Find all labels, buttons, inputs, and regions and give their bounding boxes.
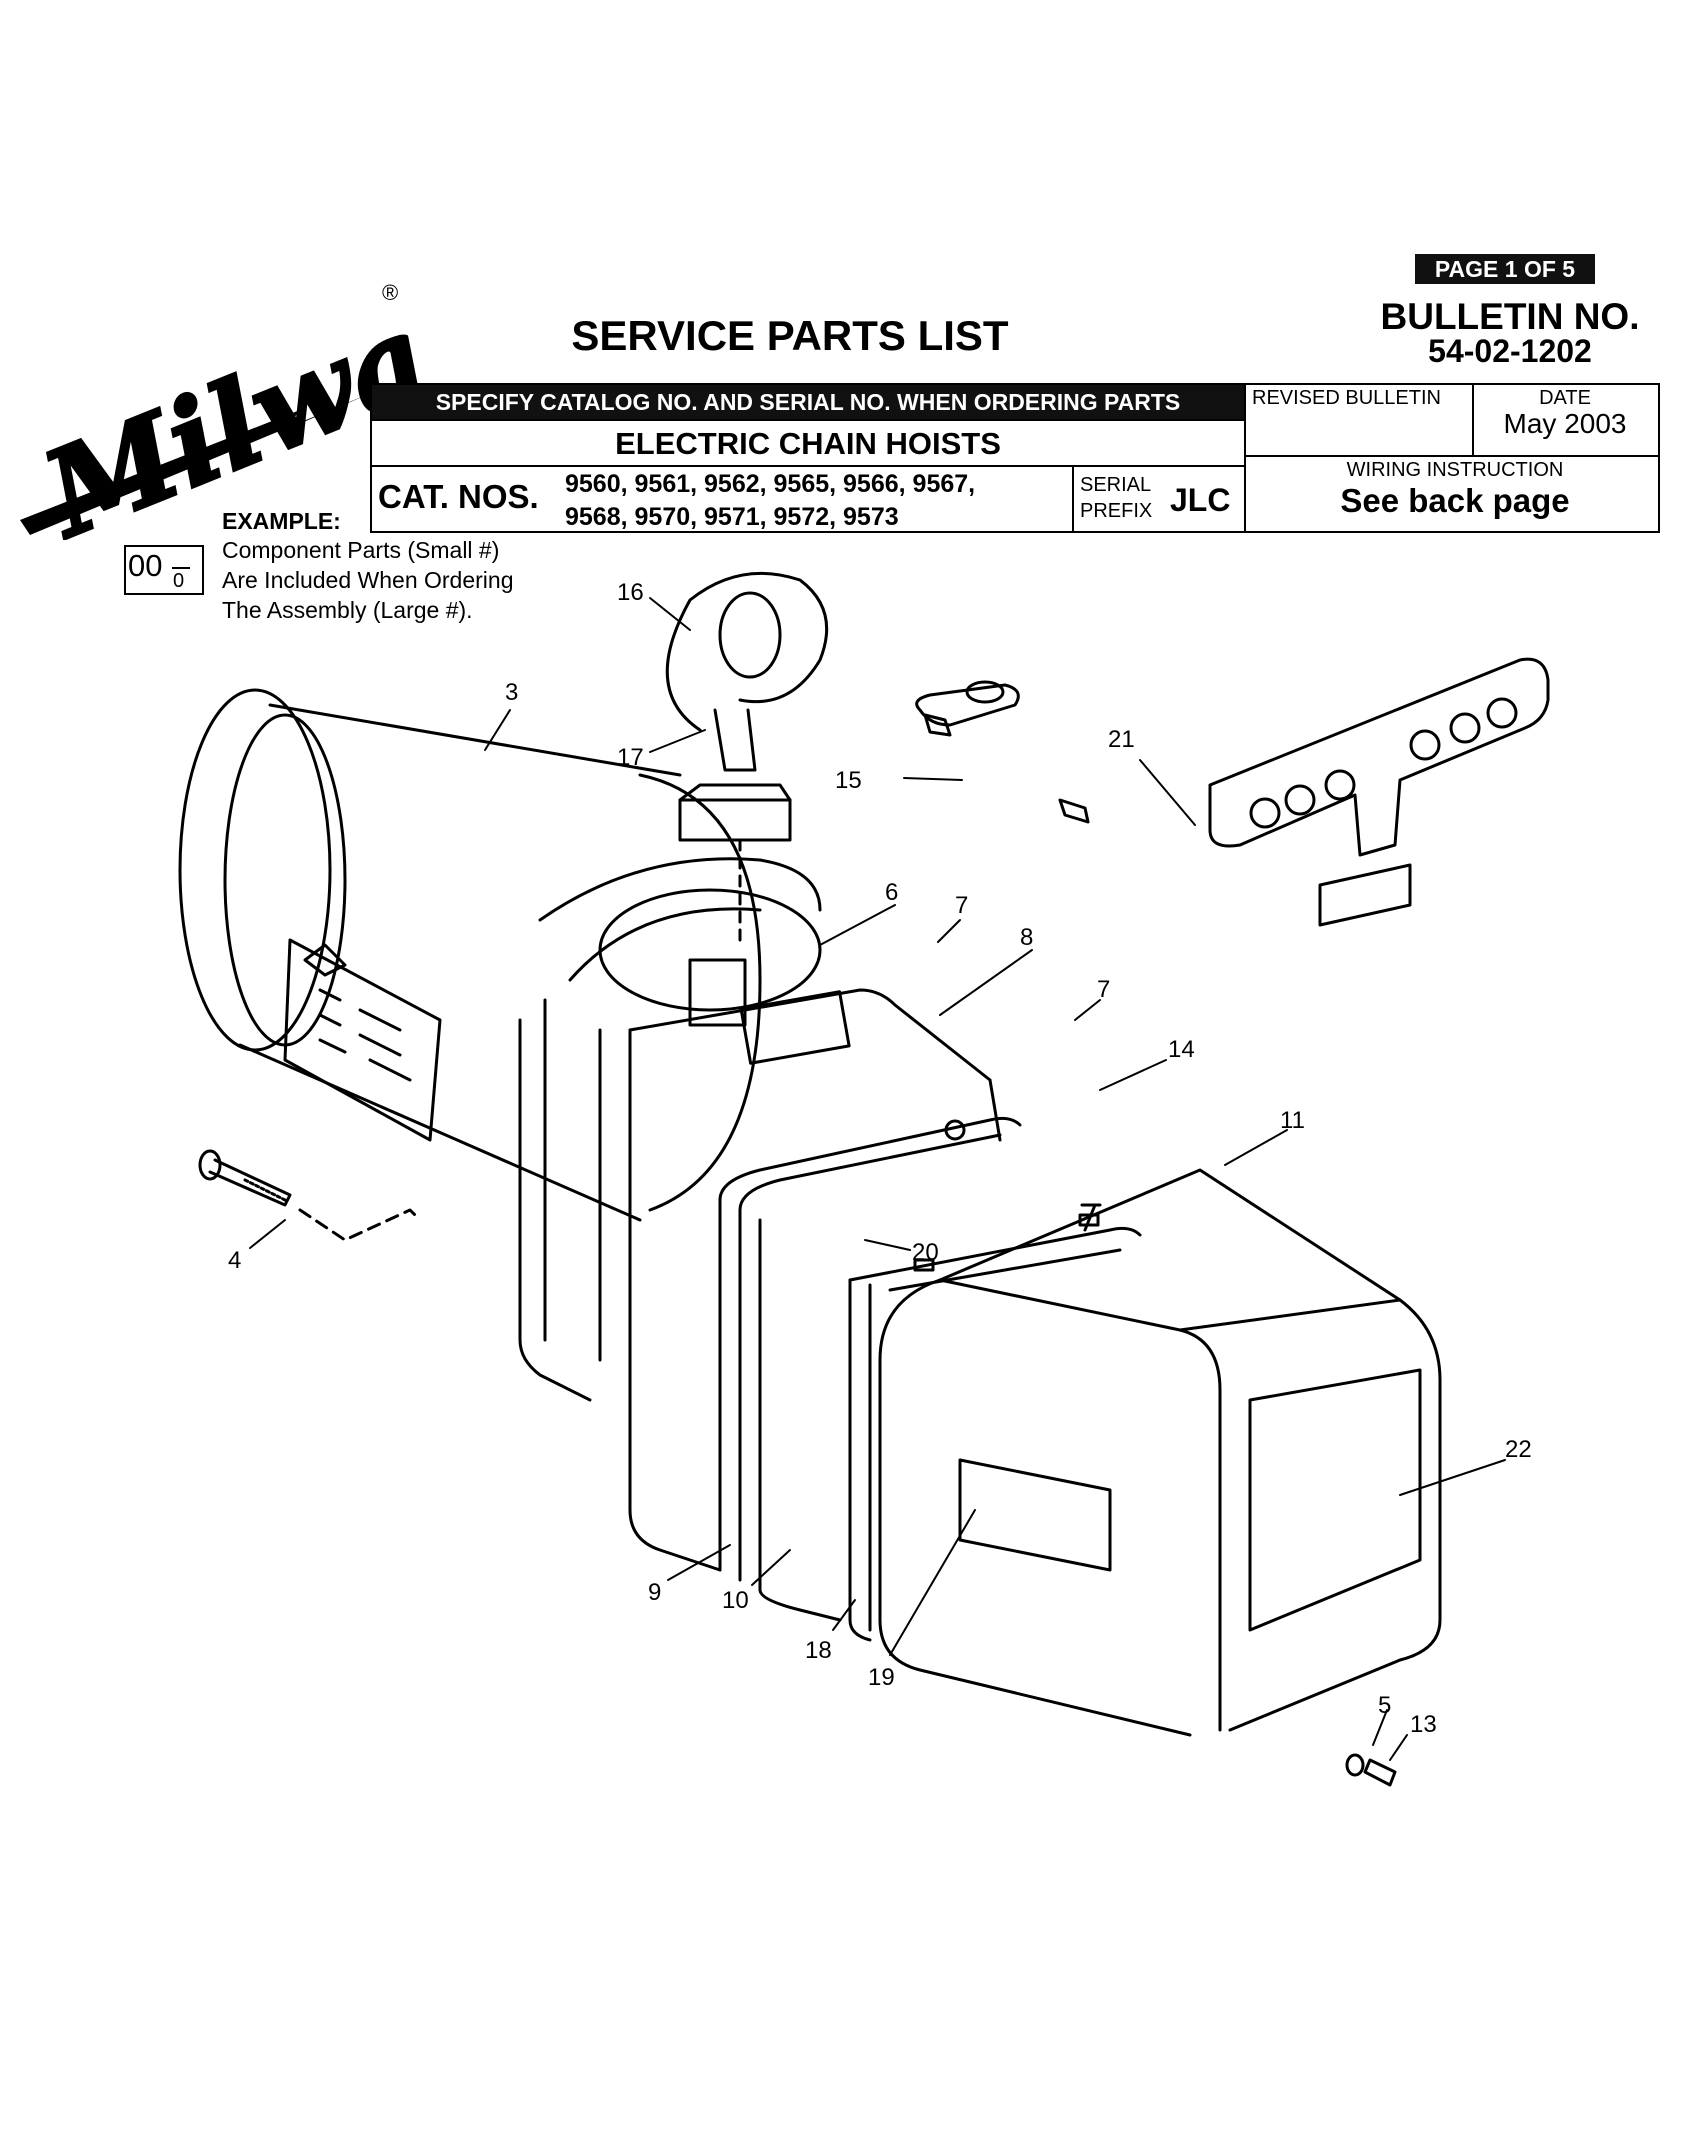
callout-number: 11 — [1280, 1107, 1305, 1134]
leader-lines — [249, 597, 1506, 1761]
example-description: Component Parts (Small #) Are Included W… — [222, 535, 514, 625]
callout-number: 18 — [805, 1637, 832, 1664]
example-bar — [172, 567, 190, 569]
example-line: The Assembly (Large #). — [222, 597, 473, 623]
cover-part — [878, 1168, 1442, 1737]
lockwasher-part — [1345, 1753, 1365, 1777]
catalog-numbers-line: 9568, 9570, 9571, 9572, 9573 — [565, 503, 899, 531]
revised-bulletin-label: REVISED BULLETIN — [1252, 387, 1441, 409]
example-line: Component Parts (Small #) — [222, 537, 500, 563]
example-small-number: 0 — [173, 570, 185, 592]
table-divider — [1244, 383, 1246, 533]
wiring-instruction-value: See back page — [1340, 482, 1570, 519]
catalog-numbers-line: 9560, 9561, 9562, 9565, 9566, 9567, — [565, 470, 976, 498]
callout-number: 3 — [505, 679, 518, 706]
callout-number: 9 — [648, 1579, 661, 1606]
screw-part — [1080, 1203, 1102, 1232]
screw-part — [1363, 1758, 1397, 1787]
exploded-parts-diagram: 3 4 5 6 7 7 8 9 10 11 13 14 15 16 17 18 … — [178, 571, 1550, 1787]
hook-part — [665, 571, 829, 942]
info-table — [370, 383, 1660, 533]
example-line: Are Included When Ordering — [222, 567, 514, 593]
callout-number: 4 — [228, 1247, 241, 1274]
table-divider — [370, 465, 1246, 467]
motor-part — [178, 688, 762, 1222]
handle-part — [1208, 657, 1550, 927]
example-box — [124, 545, 204, 595]
gasket-parts — [718, 1116, 1022, 1622]
callout-number: 13 — [1410, 1711, 1437, 1738]
callout-number: 14 — [1168, 1036, 1195, 1063]
table-divider — [1244, 455, 1660, 457]
serial-label-line: PREFIX — [1080, 500, 1153, 522]
table-divider — [1072, 465, 1074, 533]
callout-number: 21 — [1108, 726, 1135, 753]
housing-block-part — [628, 988, 1002, 1572]
ordering-instruction-bar: SPECIFY CATALOG NO. AND SERIAL NO. WHEN … — [372, 385, 1244, 419]
table-divider — [1472, 383, 1474, 455]
callout-number: 10 — [722, 1587, 749, 1614]
callout-number: 16 — [617, 579, 644, 606]
pin-part — [923, 713, 952, 737]
callout-number: 17 — [617, 744, 644, 771]
logo-lightning-icon — [20, 385, 390, 535]
example-label: EXAMPLE: — [222, 508, 341, 534]
callout-number: 6 — [885, 879, 898, 906]
milwaukee-logo: Milwaukee ® — [20, 270, 420, 540]
example-large-number: 00 — [128, 548, 163, 583]
registered-mark: ® — [382, 280, 398, 305]
gear-housing-part — [518, 857, 822, 1402]
cat-nos-label: CAT. NOS. — [378, 478, 539, 515]
callout-number: 19 — [868, 1664, 895, 1691]
washer-hole — [965, 680, 1005, 704]
catalog-numbers: 9560, 9561, 9562, 9565, 9566, 9567, 9568… — [565, 468, 975, 534]
callout-number: 15 — [835, 767, 862, 794]
callout-number: 20 — [912, 1239, 939, 1266]
bolt-part — [198, 1149, 422, 1242]
serial-prefix-value: JLC — [1170, 482, 1231, 518]
product-name: ELECTRIC CHAIN HOISTS — [372, 419, 1244, 467]
date-value: May 2003 — [1503, 408, 1627, 439]
date-label: DATE — [1539, 387, 1591, 409]
page-indicator: PAGE 1 OF 5 — [1415, 254, 1595, 284]
callout-number: 7 — [955, 892, 968, 919]
wiring-instruction-label: WIRING INSTRUCTION — [1346, 459, 1564, 481]
bulletin-number: 54-02-1202 — [1428, 333, 1592, 369]
washer-part — [915, 683, 1020, 727]
callout-number: 7 — [1097, 976, 1110, 1003]
pin-part — [1058, 798, 1090, 824]
gear-case-part — [848, 1213, 1142, 1642]
serial-label-line: SERIAL — [1080, 474, 1152, 496]
callout-number: 22 — [1505, 1436, 1532, 1463]
serial-prefix-label: SERIAL PREFIX — [1080, 472, 1152, 524]
callout-number: 8 — [1020, 924, 1033, 951]
callout-number: 5 — [1378, 1692, 1391, 1719]
page-title: SERVICE PARTS LIST — [571, 312, 1009, 359]
bulletin-label: BULLETIN NO. — [1380, 296, 1640, 337]
